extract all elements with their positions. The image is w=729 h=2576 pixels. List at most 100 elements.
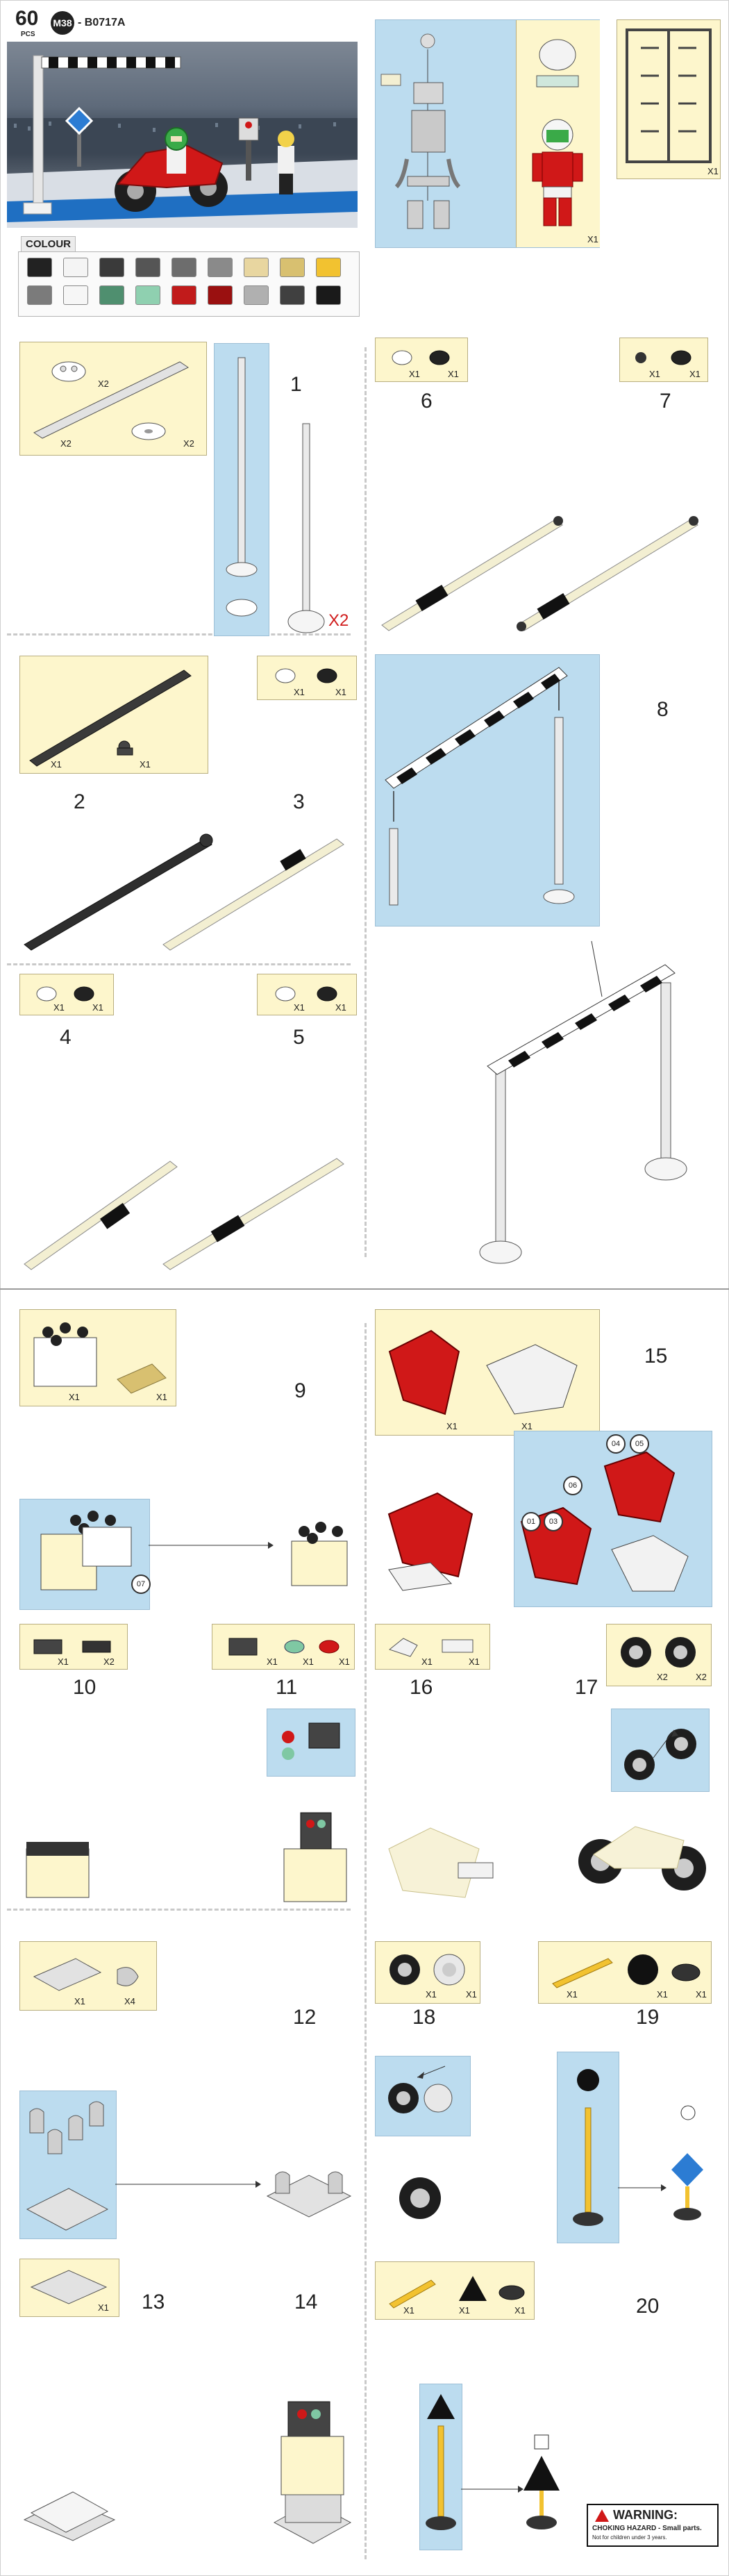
step19-parts-panel: X1 X1 X1 [538,1941,712,2004]
pcs-label: PCS [21,31,35,38]
step12-blue-panel [19,2091,117,2239]
step15-qty-b: X1 [521,1421,533,1431]
step6-parts-panel: X1 X1 [375,338,468,382]
step1-qty-a: X2 [98,379,109,389]
divider-horizontal-page1b [7,963,351,965]
step9-qty-b: X1 [156,1392,167,1402]
step-number-19: 19 [636,2006,660,2029]
step11-blue-panel [267,1709,355,1777]
step9-assembly-drawing [40,1511,132,1590]
step4-parts-drawing [36,986,94,1002]
colour-swatches [27,258,353,313]
series-badge-label: M38 [53,17,72,28]
step2-parts-panel: X1 X1 [19,656,208,774]
step8-blue-panel [375,654,600,926]
colour-swatch [135,258,160,277]
callout-06-label: 06 [568,1481,578,1490]
step6-qty-b: X1 [448,369,459,379]
step9-arrow [149,1542,274,1549]
step13-qty: X1 [98,2302,109,2313]
step12-assembly-drawing [26,2101,109,2231]
step3-parts-panel: X1 X1 [257,656,357,700]
step10-qty-b: X2 [103,1656,115,1667]
step17-qty-a: X2 [657,1672,668,1682]
step2-parts-drawing [29,670,192,767]
step9-qty-a: X1 [69,1392,80,1402]
step18-parts-drawing [389,1954,465,1986]
step4-result-drawing [24,1161,178,1270]
colour-swatch [280,285,305,305]
step16-qty-a: X1 [421,1656,433,1667]
colour-swatch [99,258,124,277]
step-number-17: 17 [575,1676,598,1699]
callout-07: 07 [131,1574,151,1594]
step8-result-drawing [479,940,687,1264]
step5-qty-a: X1 [294,1002,305,1013]
step20-final-arrow [461,2486,523,2493]
step20-blue-panel [557,2052,619,2243]
step4-qty-a: X1 [53,1002,65,1013]
step12-parts-drawing [33,1958,139,1991]
divider-vertical-page1 [364,347,367,1257]
step17-parts-panel: X2 X2 [606,1624,712,1686]
step10-parts-drawing [33,1639,111,1654]
step18-blue-panel [375,2056,471,2136]
step11-result-drawing [283,1812,347,1902]
sprue-qty: X1 [707,166,719,176]
step3-qty-b: X1 [335,687,346,697]
step9-parts-panel: X1 X1 [19,1309,176,1406]
step5-result-drawing [162,1158,344,1270]
step6-result-drawing [381,516,563,631]
step2-qty-b: X1 [140,759,151,770]
step15-left-drawing [387,1492,474,1591]
step2-result-drawing [24,833,213,951]
step20-parts-panel: X1 X1 X1 [375,2261,535,2320]
step5-parts-drawing [275,986,337,1002]
colour-swatch [171,285,196,305]
divider-horizontal-page2 [7,1909,351,1911]
step1-result-drawing [287,423,325,633]
colour-swatch [63,258,88,277]
callout-06: 06 [563,1476,583,1495]
step19-parts-drawing [552,1954,701,1988]
step12-qty-a: X1 [74,1996,85,2006]
step-number-7: 7 [660,390,671,413]
step4-parts-panel: X1 X1 [19,974,114,1015]
cover-scene [7,55,358,228]
step1-qty-c: X2 [183,438,194,449]
step-number-9: 9 [294,1379,306,1402]
step19-qty-b: X1 [657,1989,668,2000]
step16-result-drawing [388,1827,494,1898]
step8-assembly-drawing [385,667,575,906]
step14-result-drawing [273,2401,352,2544]
step-number-3: 3 [293,790,305,813]
step19-qty-a: X1 [567,1989,578,2000]
step13-result-drawing [23,2491,116,2541]
step4-qty-b: X1 [92,1002,103,1013]
step3-result-drawing [162,838,344,951]
step5-qty-b: X1 [335,1002,346,1013]
step-number-20: 20 [636,2295,660,2318]
step6-parts-drawing [392,350,450,365]
step16-qty-b: X1 [469,1656,480,1667]
step6-qty-a: X1 [409,369,420,379]
callout-01: 01 [521,1512,541,1531]
step3-parts-drawing [275,668,337,683]
step15-qty-a: X1 [446,1421,458,1431]
colour-swatch [135,285,160,305]
step19-qty-c: X1 [696,1989,707,2000]
callout-03: 03 [544,1512,563,1531]
colour-swatch [171,258,196,277]
step15-parts-drawing [388,1329,578,1415]
step-number-8: 8 [657,698,669,721]
step12-qty-b: X4 [124,1996,135,2006]
warning-triangle-icon [595,2509,609,2522]
step1-parts-drawing [33,361,190,440]
step11-qty-a: X1 [267,1656,278,1667]
callout-03-label: 03 [548,1518,558,1526]
step18-parts-panel: X1 X1 [375,1941,480,2004]
colour-swatch [27,285,52,305]
step13-parts-drawing [30,2270,108,2304]
step12-result-drawing [266,2171,352,2218]
step18-assembly-drawing [388,2066,453,2113]
